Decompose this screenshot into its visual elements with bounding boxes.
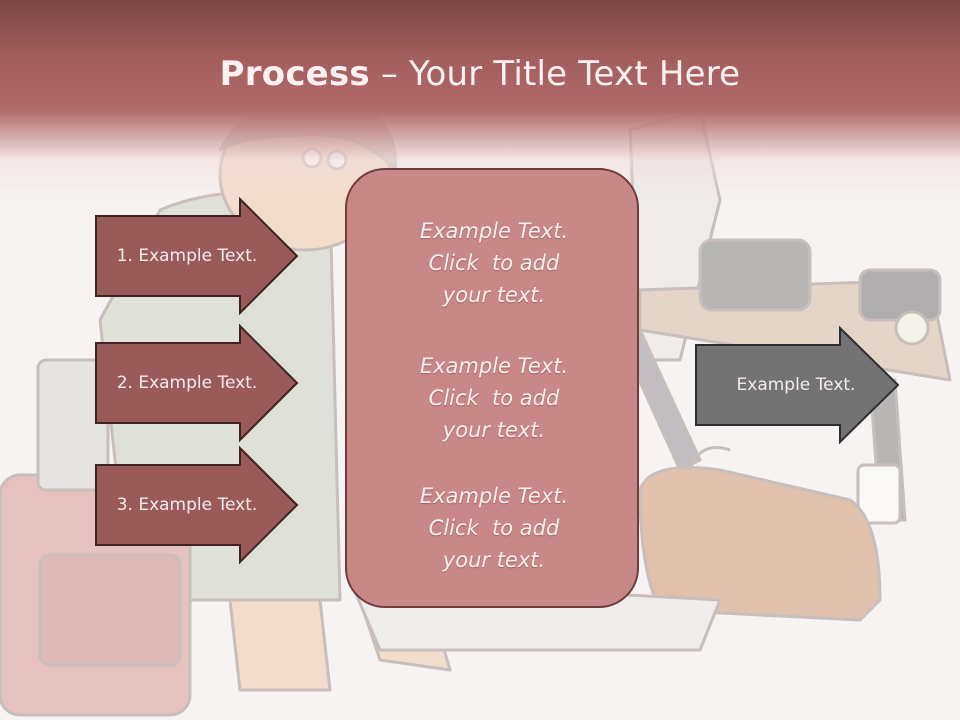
center-paragraph-3: Example Text. Click to add your text. bbox=[347, 480, 641, 576]
step-arrow-1[interactable] bbox=[95, 196, 299, 316]
center-text-box[interactable]: Example Text. Click to add your text. Ex… bbox=[345, 168, 639, 608]
center-paragraph-2: Example Text. Click to add your text. bbox=[347, 350, 641, 446]
center-line: Click to add bbox=[428, 516, 560, 540]
center-line: Example Text. bbox=[419, 484, 569, 508]
title-bold: Process bbox=[219, 54, 370, 94]
center-line: Example Text. bbox=[419, 219, 569, 243]
step-arrow-3[interactable] bbox=[95, 445, 299, 565]
step-label-3: 3. Example Text. bbox=[116, 495, 258, 515]
center-line: your text. bbox=[442, 283, 546, 307]
center-line: your text. bbox=[442, 418, 546, 442]
title-separator: – bbox=[369, 54, 410, 94]
slide-title[interactable]: Process – Your Title Text Here bbox=[0, 52, 960, 96]
step-label-2: 2. Example Text. bbox=[116, 373, 258, 393]
step-label-1: 1. Example Text. bbox=[116, 246, 258, 266]
center-line: your text. bbox=[442, 548, 546, 572]
center-line: Click to add bbox=[428, 251, 560, 275]
center-line: Click to add bbox=[428, 386, 560, 410]
title-rest: Your Title Text Here bbox=[409, 54, 741, 94]
center-line: Example Text. bbox=[419, 354, 569, 378]
result-arrow[interactable] bbox=[695, 325, 900, 445]
result-label: Example Text. bbox=[736, 375, 856, 395]
center-paragraph-1: Example Text. Click to add your text. bbox=[347, 215, 641, 311]
step-arrow-2[interactable] bbox=[95, 323, 299, 443]
title-band bbox=[0, 0, 960, 200]
